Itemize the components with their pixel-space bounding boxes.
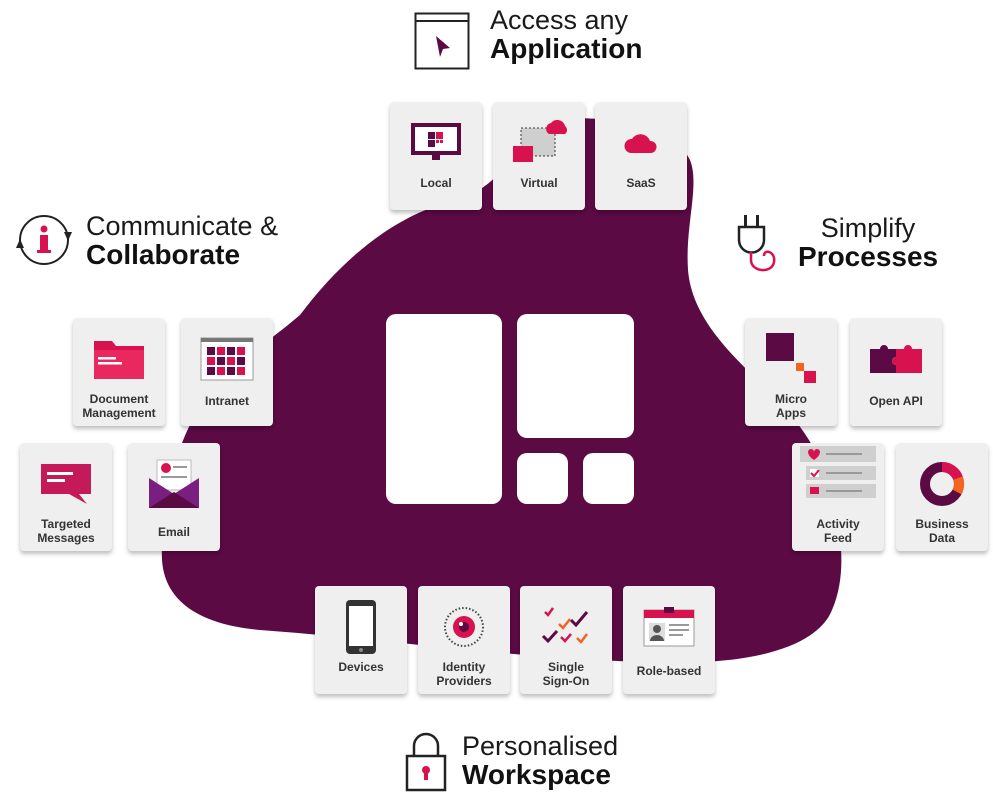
- tile-micro-apps[interactable]: Micro Apps: [745, 318, 837, 426]
- cursor-window-icon: [414, 12, 470, 75]
- feed-icon: [792, 446, 884, 501]
- heading-access-bold: Application: [490, 33, 643, 65]
- heading-simplify-bold: Processes: [798, 241, 939, 273]
- tile-local-label: Local: [420, 176, 452, 190]
- heading-access-light: Access any: [490, 5, 629, 35]
- heading-communicate-light: Communicate &: [86, 211, 279, 241]
- folder-icon: [73, 332, 165, 386]
- workspace-panel-small-2: [583, 453, 634, 504]
- tile-identity-providers[interactable]: Identity Providers: [418, 586, 510, 694]
- tile-single-sign-on-label: Single Sign-On: [542, 660, 590, 688]
- tile-targeted-messages-label: Targeted Messages: [37, 517, 95, 545]
- tile-saas[interactable]: SaaS: [595, 102, 687, 210]
- info-cycle-icon: [14, 210, 74, 275]
- tile-local[interactable]: Local: [390, 102, 482, 210]
- heading-personalised-light: Personalised: [462, 731, 619, 761]
- cloud-icon: [595, 116, 687, 170]
- heading-communicate-bold: Collaborate: [86, 239, 241, 271]
- envelope-icon: [128, 457, 220, 511]
- tile-open-api[interactable]: Open API: [850, 318, 942, 426]
- tile-intranet-label: Intranet: [204, 394, 249, 408]
- tile-devices-label: Devices: [338, 660, 384, 674]
- workspace-panel-large: [386, 314, 502, 504]
- tile-virtual-label: Virtual: [520, 176, 558, 190]
- padlock-icon: [404, 732, 448, 799]
- tile-saas-label: SaaS: [626, 176, 656, 190]
- tile-intranet[interactable]: Intranet: [181, 318, 273, 426]
- message-icon: [20, 457, 112, 511]
- puzzle-icon: [850, 332, 942, 386]
- micro-apps-icon: [745, 332, 837, 386]
- tile-role-based-label: Role-based: [636, 664, 702, 678]
- checkmarks-icon: [520, 600, 612, 654]
- smartphone-icon: [315, 600, 407, 654]
- plug-icon: [734, 212, 784, 281]
- tile-activity-feed-label: Activity Feed: [816, 517, 860, 545]
- tile-role-based[interactable]: Role-based: [623, 586, 715, 694]
- tile-identity-providers-label: Identity Providers: [436, 660, 492, 688]
- tile-targeted-messages[interactable]: Targeted Messages: [20, 443, 112, 551]
- eye-icon: [418, 600, 510, 654]
- tile-single-sign-on[interactable]: Single Sign-On: [520, 586, 612, 694]
- virtual-cloud-icon: [493, 116, 585, 170]
- workspace-panel-small-1: [517, 453, 568, 504]
- tile-open-api-label: Open API: [869, 394, 923, 408]
- workspace-panel-wide: [517, 314, 634, 438]
- tile-business-data[interactable]: Business Data: [896, 443, 988, 551]
- heading-simplify-light: Simplify: [820, 213, 916, 243]
- tile-email[interactable]: Email: [128, 443, 220, 551]
- heading-simplify-processes: Simplify Processes: [734, 212, 938, 281]
- tile-micro-apps-label: Micro Apps: [774, 392, 807, 420]
- heading-communicate-collaborate: Communicate & Collaborate: [14, 210, 278, 275]
- tile-devices[interactable]: Devices: [315, 586, 407, 694]
- tile-email-label: Email: [157, 525, 190, 539]
- heading-personalised-bold: Workspace: [462, 759, 611, 791]
- tile-business-data-label: Business Data: [915, 517, 969, 545]
- id-card-icon: [623, 600, 715, 654]
- heading-personalised-workspace: Personalised Workspace: [404, 732, 618, 799]
- tile-virtual[interactable]: Virtual: [493, 102, 585, 210]
- tile-document-management[interactable]: Document Management: [73, 318, 165, 426]
- tile-document-management-label: Document Management: [82, 392, 156, 420]
- tile-activity-feed[interactable]: Activity Feed: [792, 443, 884, 551]
- grid-icon: [181, 332, 273, 386]
- heading-access-application: Access any Application: [414, 6, 642, 75]
- monitor-icon: [390, 116, 482, 170]
- donut-chart-icon: [896, 457, 988, 511]
